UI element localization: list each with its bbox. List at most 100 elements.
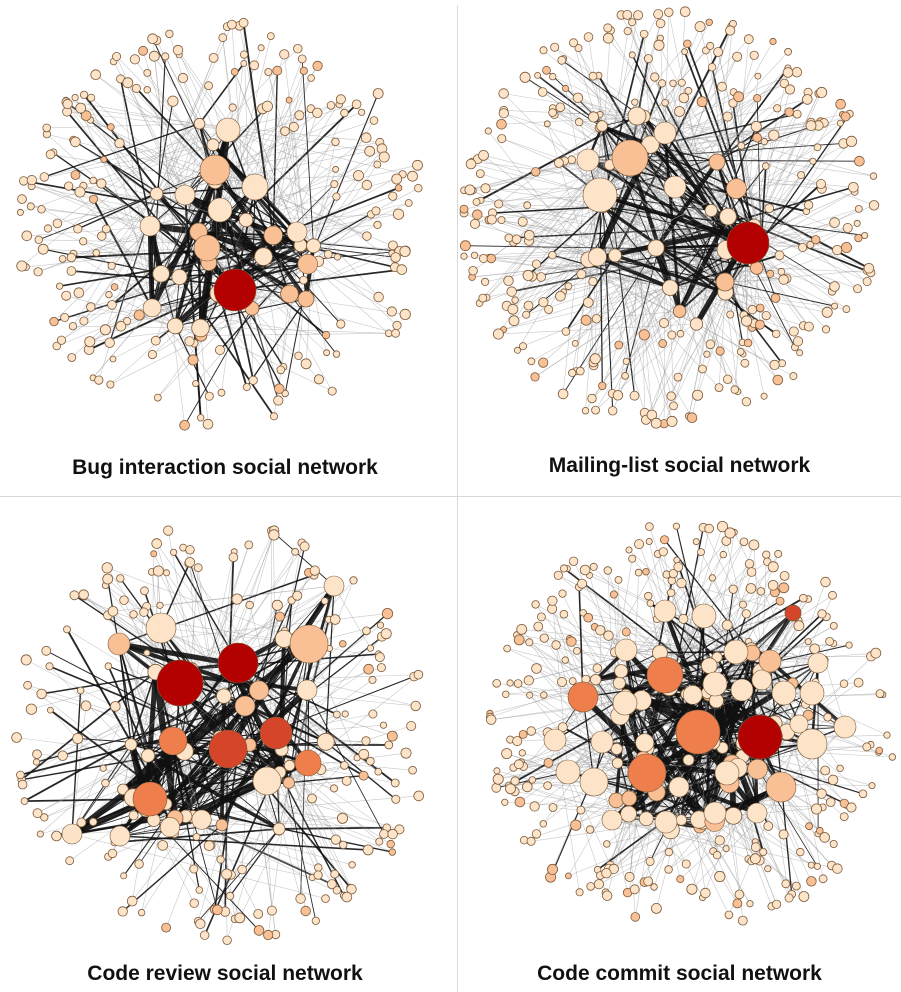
node: [774, 250, 785, 261]
edge: [597, 256, 646, 413]
edge: [483, 155, 680, 312]
edge: [272, 235, 290, 295]
edge: [279, 772, 391, 845]
node: [664, 865, 673, 874]
node: [668, 776, 690, 798]
node: [519, 342, 528, 351]
edge: [659, 651, 737, 654]
node: [714, 383, 724, 393]
node: [244, 540, 254, 550]
node: [37, 243, 49, 255]
node: [492, 679, 501, 688]
node: [51, 830, 62, 842]
node: [620, 805, 638, 823]
node: [548, 72, 557, 81]
node: [624, 871, 635, 882]
node: [781, 879, 791, 889]
edge: [598, 75, 603, 127]
node: [99, 324, 111, 336]
node: [523, 300, 534, 311]
node: [539, 46, 548, 55]
node: [756, 587, 766, 596]
node: [191, 318, 210, 338]
node: [386, 306, 397, 317]
edge: [26, 659, 172, 738]
edge: [654, 76, 726, 293]
node: [49, 316, 59, 327]
edge: [178, 54, 229, 131]
node: [634, 539, 645, 550]
edge: [201, 333, 396, 336]
node: [650, 883, 658, 891]
node: [313, 374, 324, 385]
node: [380, 628, 392, 640]
node: [66, 266, 77, 276]
node: [478, 293, 488, 303]
node: [193, 563, 203, 573]
node: [26, 202, 35, 211]
node: [551, 640, 561, 650]
edge: [611, 819, 838, 869]
node: [842, 305, 851, 314]
node: [568, 677, 577, 686]
node: [740, 315, 753, 327]
hub-node: [217, 642, 259, 684]
edge: [110, 325, 176, 385]
node: [666, 415, 678, 427]
edge: [708, 679, 763, 819]
node: [740, 358, 750, 368]
node: [208, 53, 219, 63]
node: [583, 612, 593, 623]
node: [875, 689, 885, 699]
hub-node: [213, 268, 257, 312]
edge: [214, 180, 308, 265]
edge: [470, 163, 601, 196]
node: [19, 176, 29, 186]
network-graph-bug-interaction: [16, 17, 423, 431]
node: [543, 120, 551, 128]
hub-node: [145, 612, 177, 644]
node: [414, 183, 423, 193]
node: [798, 593, 808, 603]
node: [496, 119, 507, 130]
node: [629, 884, 640, 895]
panel-mailing-list: Mailing-list social network: [458, 0, 901, 496]
node: [39, 172, 50, 182]
node: [480, 183, 491, 194]
edge: [588, 259, 680, 312]
node: [567, 155, 577, 165]
node: [297, 54, 307, 64]
node: [683, 39, 692, 48]
edge: [237, 662, 416, 707]
node: [216, 855, 225, 864]
node: [712, 851, 722, 860]
node: [691, 603, 717, 629]
node: [601, 868, 612, 879]
node: [888, 753, 897, 761]
edge: [611, 819, 628, 893]
node: [349, 576, 358, 585]
node: [519, 71, 531, 83]
edge: [44, 123, 200, 178]
node: [465, 158, 477, 170]
node: [682, 754, 695, 766]
node: [45, 149, 56, 160]
node: [314, 863, 323, 872]
edge: [599, 161, 718, 196]
node: [664, 7, 674, 18]
node: [745, 583, 757, 594]
edge: [503, 243, 762, 330]
node: [845, 135, 858, 147]
node: [234, 912, 246, 924]
edge: [307, 263, 392, 312]
node: [815, 178, 826, 189]
node: [591, 405, 601, 415]
node: [336, 812, 348, 824]
node: [323, 575, 345, 597]
node: [653, 599, 677, 623]
network-graph-code-review: [11, 525, 425, 946]
node: [141, 748, 156, 763]
node: [703, 801, 727, 825]
node: [215, 117, 241, 143]
node: [522, 269, 534, 281]
